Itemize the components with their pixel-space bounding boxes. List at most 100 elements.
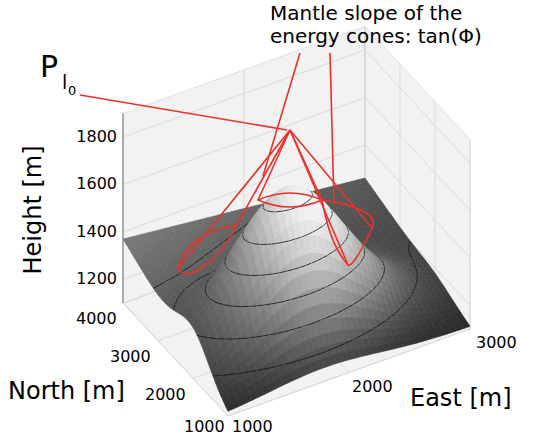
contour-line — [411, 295, 412, 297]
contour-line — [224, 305, 231, 306]
contour-line — [283, 210, 290, 211]
contour-line — [332, 313, 338, 316]
contour-line — [289, 239, 295, 241]
contour-line — [190, 283, 192, 284]
contour-line — [368, 290, 372, 293]
contour-line — [410, 255, 411, 258]
contour-line — [197, 335, 202, 336]
contour-line — [361, 333, 366, 336]
grid-line — [400, 64, 401, 254]
contour-line — [311, 261, 317, 264]
contour-line — [227, 268, 229, 270]
contour-line — [226, 339, 233, 340]
contour-line — [262, 274, 266, 275]
terrain-surface — [123, 178, 470, 411]
contour-line — [321, 288, 324, 290]
contour-line — [260, 244, 267, 245]
contour-line — [392, 314, 395, 317]
contour-line — [217, 338, 225, 339]
contour-line — [178, 295, 180, 297]
contour-line — [342, 242, 344, 245]
contour-line — [275, 243, 282, 244]
contour-line — [231, 271, 236, 273]
contour-line — [333, 281, 338, 284]
contour-line — [286, 270, 293, 272]
contour-line — [314, 320, 320, 322]
contour-line — [219, 242, 223, 245]
contour-line — [243, 236, 244, 239]
contour-line — [343, 277, 345, 278]
contour-line — [182, 290, 185, 293]
contour-line — [285, 363, 289, 364]
contour-line — [238, 338, 241, 339]
contour-line — [402, 304, 405, 307]
contour-line — [263, 368, 270, 369]
contour-line — [383, 271, 384, 275]
contour-line — [270, 366, 277, 368]
contour-line — [345, 274, 348, 276]
contour-line — [190, 264, 193, 267]
contour-line — [345, 240, 346, 242]
contour-line — [327, 284, 333, 287]
contour-line — [330, 217, 331, 219]
contour-line — [200, 257, 204, 260]
contour-line — [266, 273, 273, 275]
contour-line — [307, 199, 311, 202]
contour-line — [344, 341, 350, 344]
contour-line — [412, 292, 414, 295]
contour-line — [413, 262, 415, 265]
contour-line — [318, 226, 323, 229]
contour-line — [236, 273, 242, 274]
contour-line — [242, 274, 250, 276]
contour-line — [413, 289, 414, 292]
contour-line — [349, 305, 352, 307]
contour-line — [283, 330, 290, 332]
contour-line — [315, 353, 321, 355]
contour-line — [250, 275, 258, 276]
contour-line — [354, 267, 357, 270]
contour-line — [278, 301, 285, 303]
contour-line — [317, 258, 323, 261]
contour-line — [387, 316, 392, 320]
contour-line — [241, 306, 249, 307]
contour-line — [307, 232, 313, 235]
contour-line — [276, 332, 283, 334]
contour-line — [292, 298, 298, 300]
contour-line — [282, 241, 289, 243]
contour-line — [408, 297, 410, 300]
grid-line — [123, 98, 470, 211]
contour-line — [263, 205, 264, 208]
contour-line — [361, 259, 363, 262]
contour-line — [346, 237, 348, 240]
height-axis — [123, 113, 124, 303]
contour-line — [289, 329, 295, 331]
contour-line — [360, 262, 361, 264]
contour-line — [308, 323, 314, 325]
contour-line — [240, 306, 242, 307]
contour-line — [218, 303, 223, 304]
contour-line — [153, 285, 158, 288]
contour-line — [279, 272, 280, 273]
contour-line — [417, 275, 418, 279]
contour-line — [377, 323, 382, 326]
axes-box — [123, 26, 470, 416]
contour-line — [244, 239, 247, 242]
grid-line — [123, 113, 124, 303]
contour-line — [307, 324, 309, 326]
contour-line — [343, 307, 348, 310]
contour-line — [297, 296, 303, 298]
contour-line — [175, 273, 180, 276]
contour-line — [316, 289, 322, 291]
back-pane — [123, 26, 365, 303]
contour-line — [323, 255, 328, 258]
contour-line — [266, 304, 270, 306]
contour-line — [272, 243, 275, 244]
contour-line — [350, 340, 352, 341]
contour-line — [280, 271, 287, 273]
contour-line — [159, 282, 164, 285]
contour-line — [327, 349, 333, 351]
contour-line — [302, 358, 308, 360]
contour-line — [357, 264, 360, 267]
